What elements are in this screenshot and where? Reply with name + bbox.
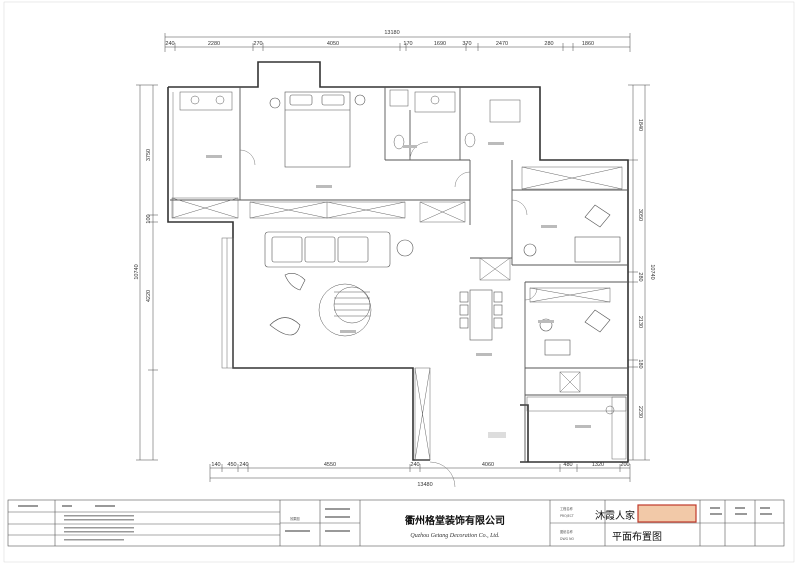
top-dim-8: 2470	[496, 41, 508, 47]
effect-label: 效果图	[290, 516, 300, 521]
left-dim-3: 4220	[146, 290, 152, 302]
right-dimension-chain	[628, 84, 650, 461]
bottom-dimension-chain	[209, 464, 631, 482]
bathroom-fixtures	[179, 89, 615, 415]
top-dimension-chain	[164, 33, 631, 52]
right-dim-5: 180	[637, 359, 643, 368]
bottom-dim-7: 480	[563, 462, 572, 468]
bottom-dim-3: 240	[239, 462, 248, 468]
exterior-walls	[167, 61, 629, 463]
top-dim-9: 280	[544, 41, 553, 47]
master-bed	[269, 91, 366, 168]
top-total-dimension: 13180	[384, 30, 399, 36]
top-dim-4: 4050	[327, 41, 339, 47]
project-label-en: PROJECT	[560, 514, 574, 518]
right-dim-3: 280	[637, 272, 643, 281]
project-name: 沐霞人家	[595, 509, 635, 522]
dining-table	[459, 289, 503, 341]
wardrobe-cabinets	[171, 166, 627, 461]
top-dim-7: 370	[462, 41, 471, 47]
round-coffee-table	[318, 283, 372, 337]
top-dim-1: 240	[165, 41, 174, 47]
right-dim-4: 2130	[637, 316, 643, 328]
interior-walls	[170, 87, 628, 462]
top-dim-6: 1690	[434, 41, 446, 47]
bottom-dim-1: 140	[211, 462, 220, 468]
top-dim-5: 170	[403, 41, 412, 47]
top-dim-2: 2280	[208, 41, 220, 47]
door-swings	[239, 141, 538, 488]
drawing-label-en: DWG NO	[560, 537, 574, 541]
project-highlight-box	[637, 504, 697, 523]
title-block-small-text	[18, 505, 772, 541]
right-total-dimension: 10740	[649, 264, 655, 279]
drawing-label: 图纸名称	[560, 529, 574, 534]
bottom-dim-4: 4550	[324, 462, 336, 468]
bottom-total-dimension: 13480	[417, 482, 432, 488]
title-block	[7, 499, 785, 547]
right-dim-2: 3050	[637, 209, 643, 221]
left-total-dimension: 10740	[134, 264, 140, 279]
top-dim-3: 270	[253, 41, 262, 47]
left-dim-2: 100	[146, 214, 152, 223]
left-dimension-chain	[136, 84, 158, 461]
page-frame	[3, 1, 795, 563]
right-dim-1: 1840	[637, 119, 643, 131]
bottom-dim-8: 1320	[592, 462, 604, 468]
bottom-dim-6: 4060	[482, 462, 494, 468]
company-name-cn: 衢州格堂装饰有限公司	[405, 514, 505, 527]
room-label-marks	[206, 142, 591, 438]
bottom-dim-9: 200	[620, 462, 629, 468]
bottom-dim-5: 240	[410, 462, 419, 468]
left-dim-1: 3750	[146, 149, 152, 161]
project-label: 工程名称	[560, 506, 574, 511]
balcony-rails	[172, 92, 234, 369]
living-room-sofa	[264, 231, 414, 336]
company-name-en: Quzhou Getang Decoration Co., Ltd.	[410, 533, 499, 539]
bottom-dim-2: 450	[227, 462, 236, 468]
right-dim-6: 2230	[637, 406, 643, 418]
top-dim-10: 1860	[582, 41, 594, 47]
second-bedroom-furniture	[523, 204, 621, 356]
drawing-name: 平面布置图	[612, 531, 662, 543]
